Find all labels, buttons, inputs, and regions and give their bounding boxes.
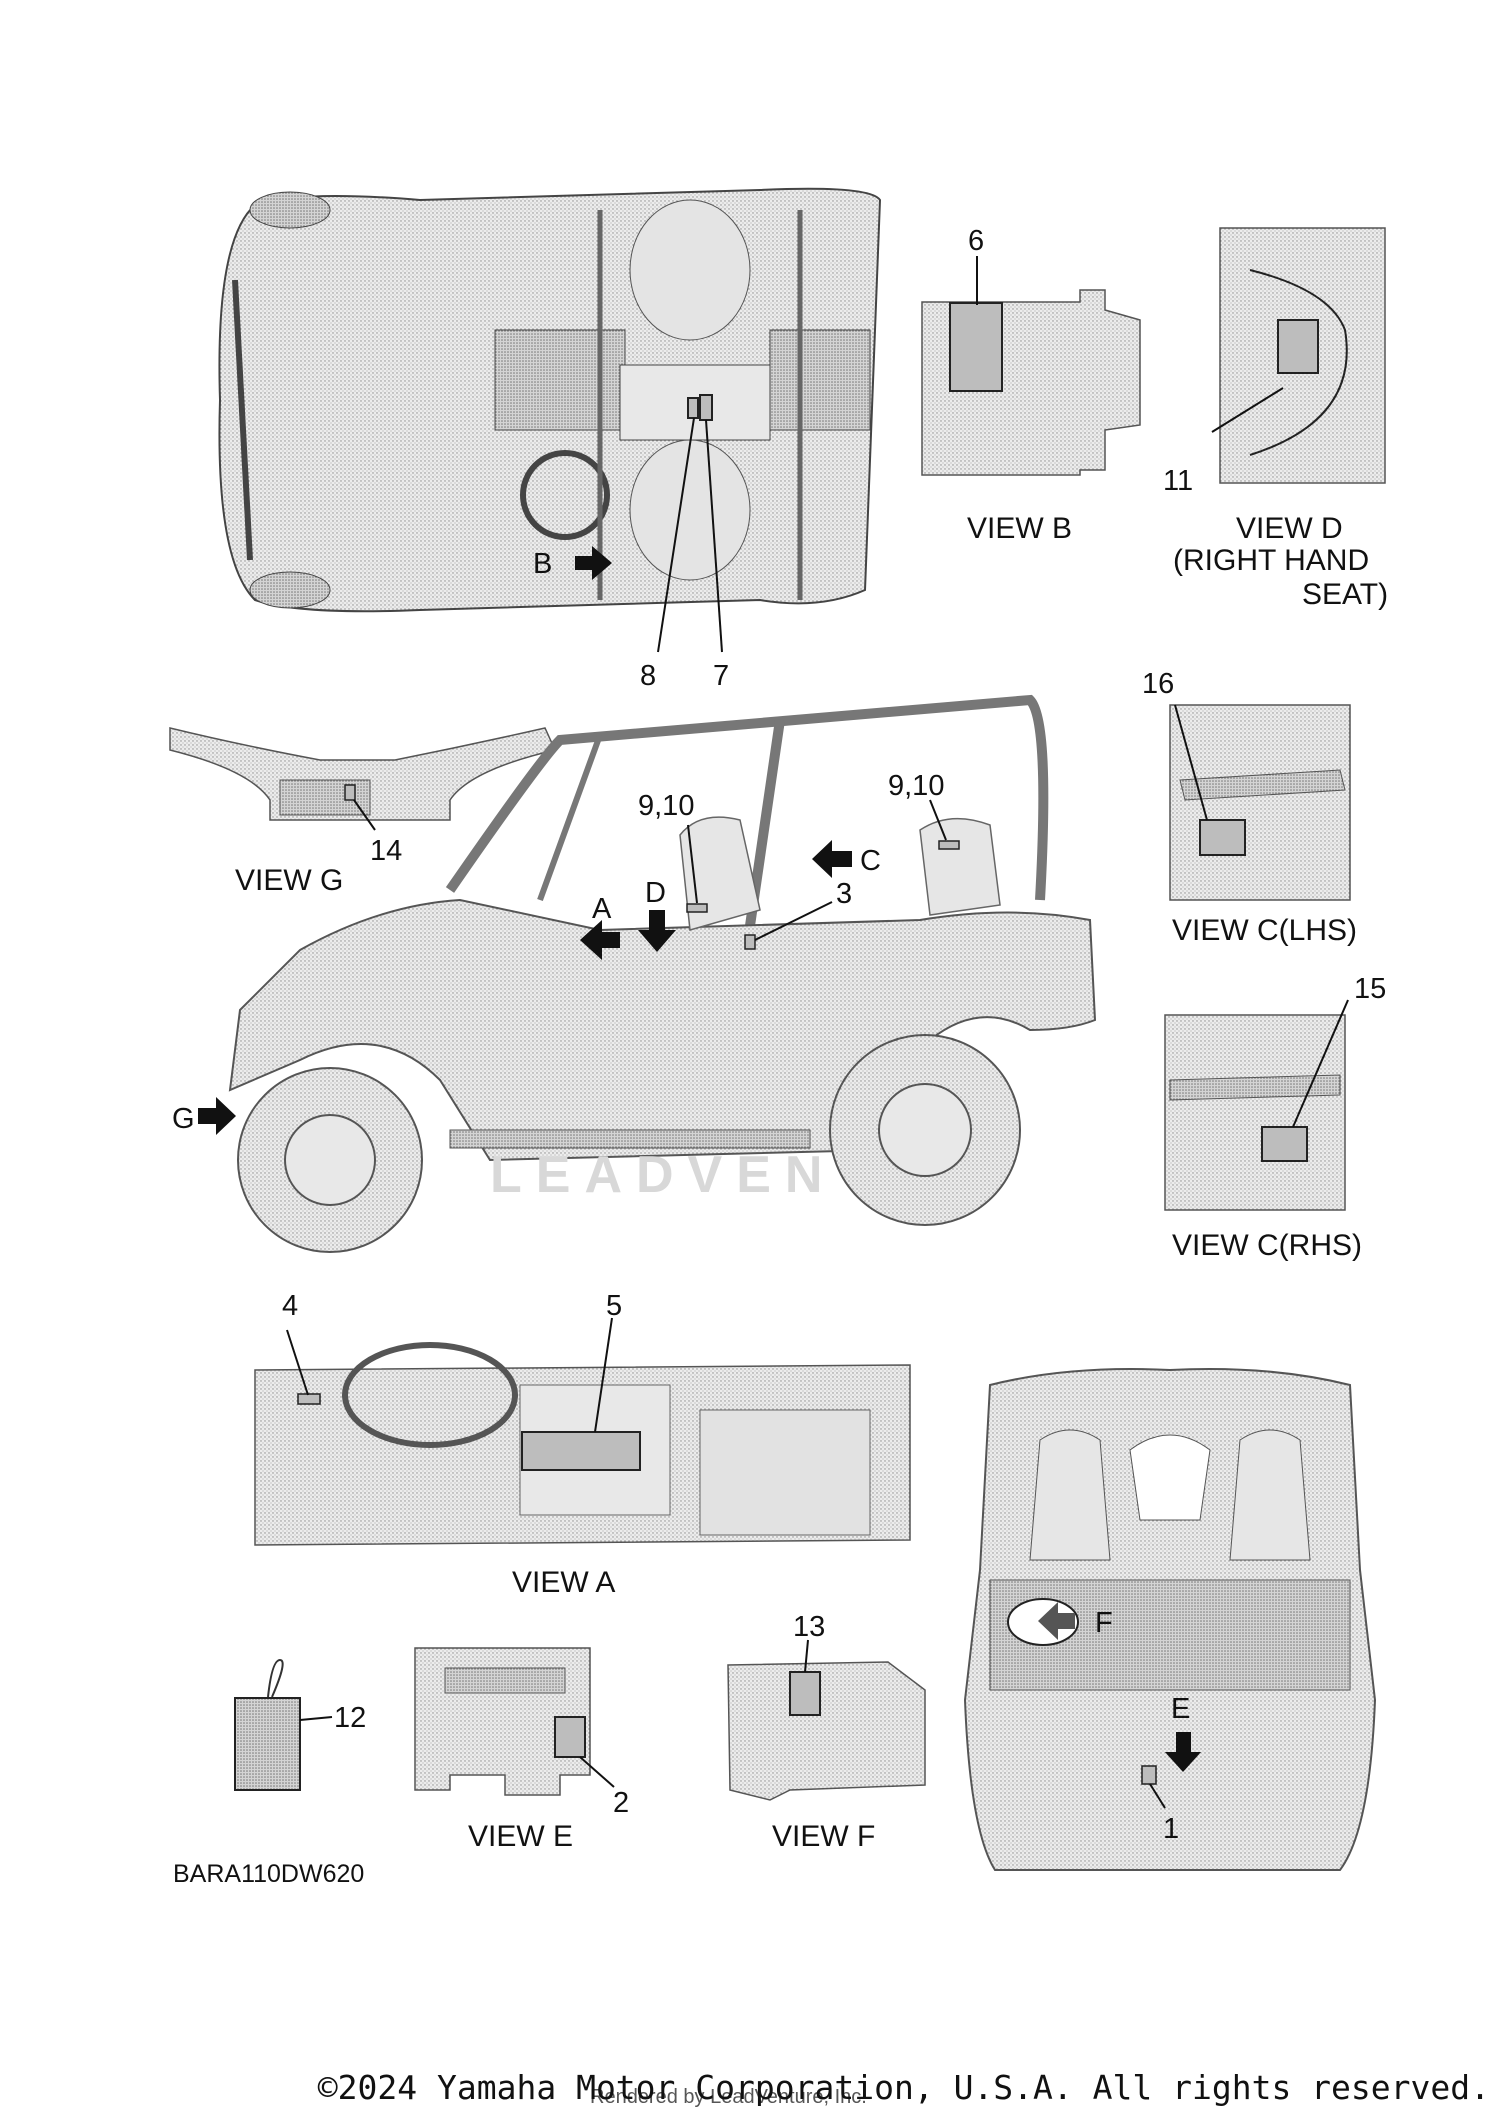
view-e-label: VIEW E [468, 1820, 573, 1853]
view-d-label-line3: SEAT) [1302, 578, 1388, 611]
view-c-lhs-label: VIEW C(LHS) [1172, 914, 1357, 947]
arrow-letter-e: E [1171, 1693, 1190, 1725]
callout-16: 16 [1142, 668, 1174, 700]
view-d-drawing [1219, 227, 1386, 484]
leader-line-13 [804, 1639, 809, 1673]
leader-line-3 [754, 901, 833, 941]
leader-line-2 [579, 1756, 615, 1788]
arrow-f-icon [1038, 1602, 1075, 1640]
callout-6: 6 [968, 225, 984, 257]
arrow-a-icon [580, 920, 620, 960]
arrow-c-icon [812, 840, 852, 878]
callout-1: 1 [1163, 1813, 1179, 1845]
drawing-code: BARA110DW620 [173, 1860, 364, 1888]
watermark: LEADVEN [490, 1146, 836, 1204]
rendered-by-text: Rendered by LeadVenture, Inc. [590, 2086, 867, 2108]
callout-12: 12 [334, 1702, 366, 1734]
leader-line-9-10-right [929, 799, 947, 841]
leader-line-4 [286, 1329, 309, 1396]
view-f-label: VIEW F [772, 1820, 875, 1853]
leader-line-11 [1211, 387, 1284, 433]
view-b-drawing [921, 289, 1141, 476]
top-view-vehicle [218, 187, 882, 613]
callout-9-10-left: 9,10 [638, 790, 694, 822]
arrow-d-icon [638, 910, 676, 952]
callout-4: 4 [282, 1290, 298, 1322]
leader-line-5 [594, 1317, 613, 1433]
arrow-b-icon [575, 546, 612, 580]
callout-8: 8 [640, 660, 656, 692]
callout-9-10-right: 9,10 [888, 770, 944, 802]
leader-line-9-10-left [687, 824, 698, 904]
arrow-g-icon [198, 1097, 236, 1135]
arrow-e-icon [1165, 1732, 1201, 1772]
leader-line-1 [1149, 1783, 1166, 1809]
view-e-drawing [414, 1647, 591, 1796]
view-g-label: VIEW G [235, 864, 343, 897]
view-a-label: VIEW A [512, 1566, 615, 1599]
side-view-vehicle [228, 694, 1097, 1253]
leader-line-12 [299, 1716, 333, 1721]
view-f-drawing [727, 1661, 926, 1801]
callout-13: 13 [793, 1611, 825, 1643]
view-b-label: VIEW B [967, 512, 1072, 545]
callout-14: 14 [370, 835, 402, 867]
arrow-letter-d: D [645, 877, 666, 909]
arrow-letter-f: F [1095, 1607, 1113, 1639]
arrow-letter-g: G [172, 1103, 195, 1135]
callout-5: 5 [606, 1290, 622, 1322]
leader-line-7 [705, 419, 723, 653]
view-c-rhs-label: VIEW C(RHS) [1172, 1229, 1362, 1262]
arrow-letter-a: A [592, 893, 612, 925]
view-a-drawing [254, 1342, 911, 1546]
view-d-label-line2: (RIGHT HAND [1173, 544, 1369, 577]
callout-11: 11 [1163, 465, 1193, 497]
view-c-rhs-drawing [1164, 1014, 1346, 1211]
callout-2: 2 [613, 1787, 629, 1819]
leader-line-15 [1292, 999, 1349, 1128]
view-c-lhs-drawing [1169, 704, 1351, 901]
leader-line-14 [353, 799, 376, 831]
view-g-drawing [169, 727, 557, 821]
arrow-letter-b: B [533, 548, 552, 580]
copyright-notice: ©2024 Yamaha Motor Corporation, U.S.A. A… [317, 2068, 1490, 2107]
view-d-label-line1: VIEW D [1236, 512, 1343, 545]
callout-15: 15 [1354, 973, 1386, 1005]
rear-view-vehicle [963, 1368, 1377, 1871]
callout-3: 3 [836, 878, 852, 910]
leader-line-16 [1174, 704, 1208, 821]
hang-tag-drawing [234, 1658, 301, 1791]
callout-7: 7 [713, 660, 729, 692]
arrow-letter-c: C [860, 845, 881, 877]
leader-line-8 [657, 417, 695, 653]
